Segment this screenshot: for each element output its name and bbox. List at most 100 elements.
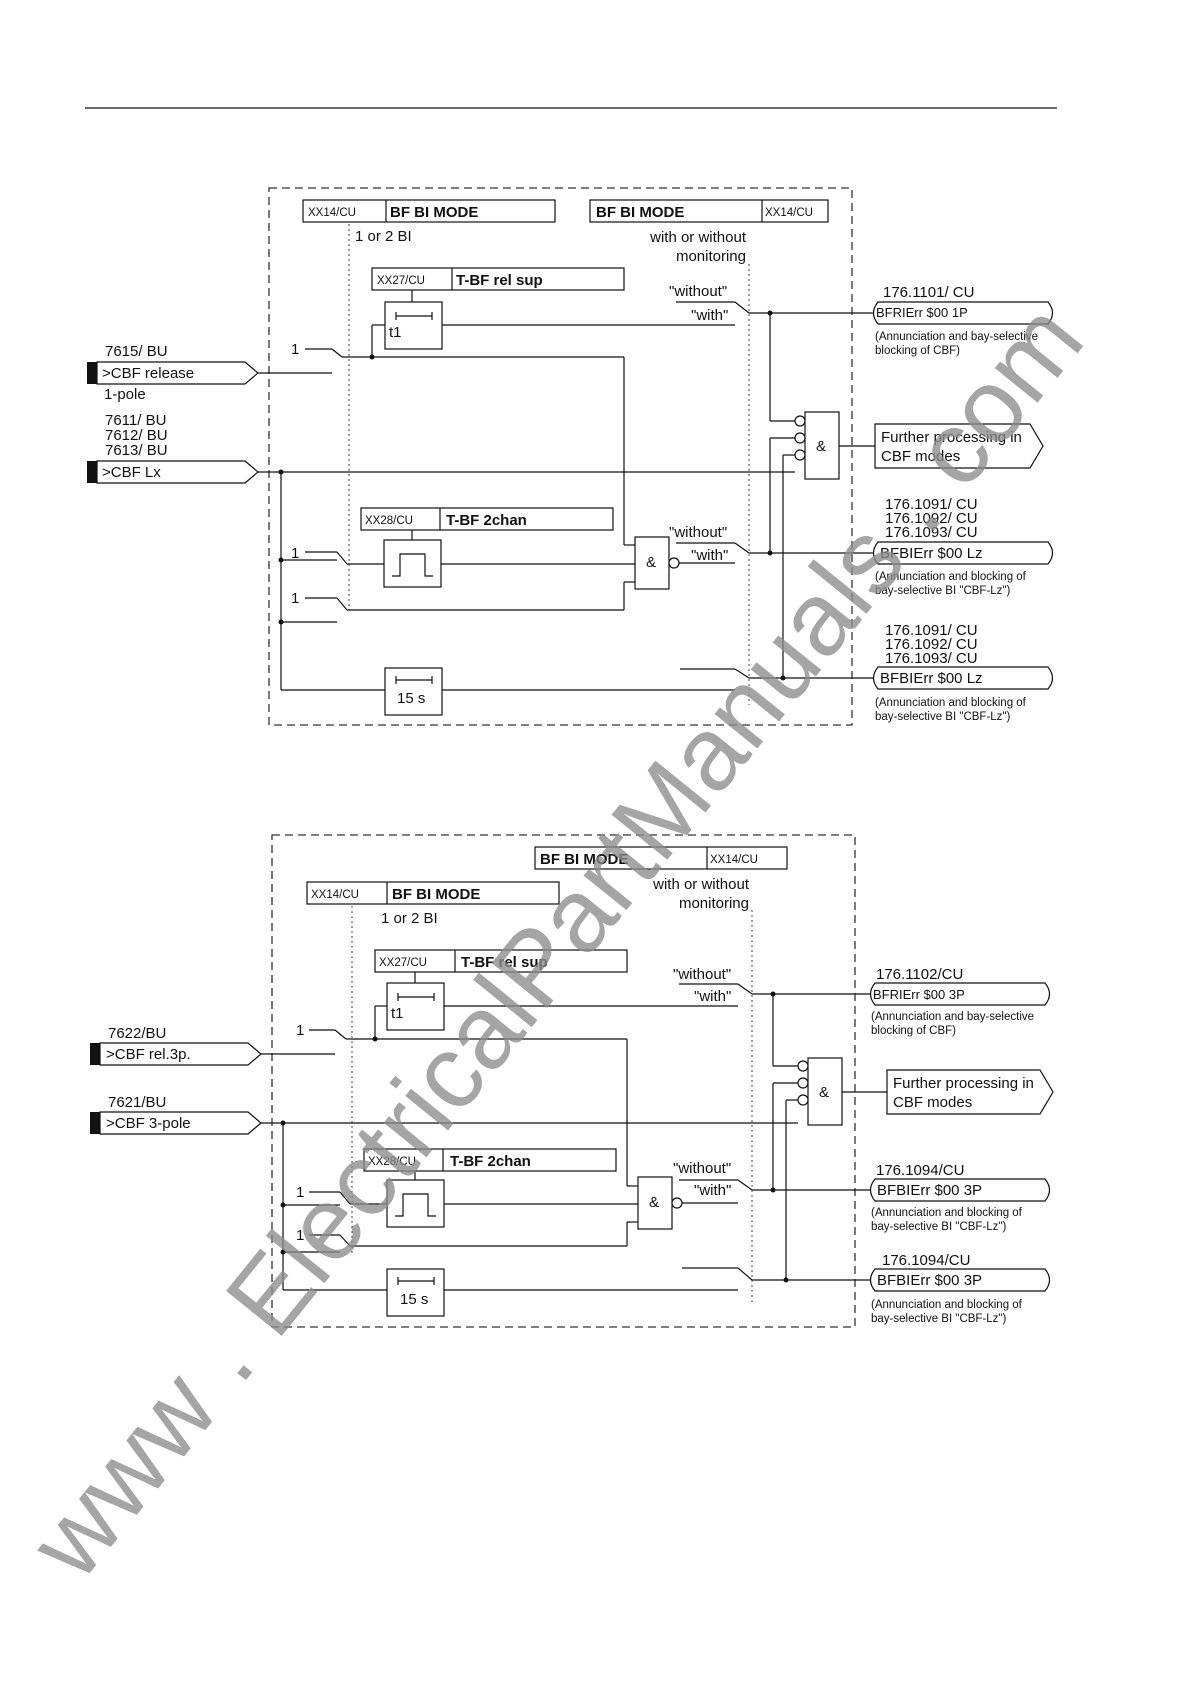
- input-release-number: 7615/ BU: [105, 343, 168, 360]
- input-release-box: [96, 361, 259, 385]
- param-mode-right-addr: XX14/CU: [765, 207, 813, 219]
- param-mode-right-option-2: monitoring: [676, 248, 746, 265]
- d2-without-label-2: "without": [673, 1160, 731, 1177]
- out-lz1-label: BFBIErr $00 Lz: [880, 545, 983, 562]
- out-lz2-box: [872, 666, 1054, 690]
- input-lx-label: >CBF Lx: [102, 464, 161, 481]
- d2-param-relsup-box: [374, 949, 628, 973]
- out-3p-a-note-2: bay-selective BI "CBF-Lz"): [871, 1221, 1007, 1233]
- and-gate-lower-2-label: &: [649, 1194, 659, 1211]
- param-2chan-name: T-BF 2chan: [446, 512, 527, 529]
- out-lz2-note-2: bay-selective BI "CBF-Lz"): [875, 711, 1011, 723]
- d2-param-mode-right-box: [534, 846, 788, 870]
- param-mode-right-name: BF BI MODE: [596, 204, 684, 221]
- further-1-line1: Further processing in: [881, 429, 1022, 446]
- input-lx-number-2: 7612/ BU: [105, 427, 168, 444]
- param-2chan-box: [360, 507, 614, 531]
- param-mode-left-box: [302, 199, 556, 223]
- out-lz1-number-1: 176.1091/ CU: [885, 496, 978, 513]
- out-3p-rel-box: [869, 982, 1051, 1006]
- out-lz1-note-2: bay-selective BI "CBF-Lz"): [875, 585, 1011, 597]
- timer-t1-label: t1: [389, 324, 402, 341]
- d2-param-mode-right-option-1: with or without: [652, 876, 750, 893]
- param-relsup-addr: XX27/CU: [377, 275, 425, 287]
- out-3p-a-box: [869, 1178, 1051, 1202]
- out-3p-rel-label: BFRIErr $00 3P: [873, 987, 965, 1002]
- d2-param-mode-left-box: [306, 881, 560, 905]
- out-3p-rel-note-1: (Annunciation and bay-selective: [871, 1011, 1034, 1023]
- further-1-line2: CBF modes: [881, 448, 960, 465]
- d2-param-mode-right-option-2: monitoring: [679, 895, 749, 912]
- out-3p-a-number: 176.1094/CU: [876, 1162, 964, 1179]
- d2-const-one-2: 1: [296, 1184, 304, 1201]
- d2-with-label-2: "with": [694, 1182, 731, 1199]
- out-1p-number: 176.1101/ CU: [883, 284, 974, 301]
- out-1p-box: [872, 301, 1054, 325]
- out-lz1-number-2: 176.1092/ CU: [885, 510, 978, 527]
- input-3pole-marker: [90, 1112, 100, 1134]
- with-label-2: "with": [691, 547, 728, 564]
- timer-15s-box-1: [384, 667, 443, 716]
- const-one-2: 1: [291, 545, 299, 562]
- and-gate-lower-2: [637, 1176, 673, 1230]
- out-lz2-number-1: 176.1091/ CU: [885, 622, 978, 639]
- param-2chan-addr: XX28/CU: [365, 515, 413, 527]
- param-mode-right-box: [589, 199, 829, 223]
- input-rel3p-label: >CBF rel.3p.: [106, 1046, 191, 1063]
- out-3p-b-number: 176.1094/CU: [882, 1252, 970, 1269]
- further-processing-1-box: [874, 423, 1044, 469]
- and-gate-upper-1-label: &: [816, 438, 826, 455]
- out-lz1-note-1: (Annunciation and blocking of: [875, 571, 1027, 583]
- param-relsup-name: T-BF rel sup: [456, 272, 543, 289]
- out-3p-b-note-1: (Annunciation and blocking of: [871, 1299, 1023, 1311]
- timer-15s-box-2: [386, 1268, 445, 1317]
- further-2-line1: Further processing in: [893, 1075, 1034, 1092]
- d2-param-relsup-name: T-BF rel sup: [461, 954, 548, 971]
- d2-const-one-3: 1: [296, 1227, 304, 1244]
- out-3p-a-label: BFBIErr $00 3P: [877, 1182, 982, 1199]
- d2-param-2chan-box: [363, 1148, 617, 1172]
- without-label-1: "without": [669, 283, 727, 300]
- diagram-2-frame: [271, 834, 856, 1328]
- and-gate-lower-1-label: &: [646, 554, 656, 571]
- out-1p-note-1: (Annunciation and bay-selective: [875, 331, 1038, 343]
- d2-param-mode-left-option: 1 or 2 BI: [381, 910, 438, 927]
- const-one-1: 1: [291, 341, 299, 358]
- without-label-2: "without": [669, 524, 727, 541]
- out-lz2-label: BFBIErr $00 Lz: [880, 670, 983, 687]
- out-3p-b-box: [869, 1268, 1051, 1292]
- out-3p-rel-number: 176.1102/CU: [876, 966, 963, 983]
- input-3pole-number: 7621/BU: [108, 1094, 166, 1111]
- input-lx-number-3: 7613/ BU: [105, 442, 168, 459]
- d2-param-relsup-addr: XX27/CU: [379, 957, 427, 969]
- further-2-line2: CBF modes: [893, 1094, 972, 1111]
- d2-param-mode-left-name: BF BI MODE: [392, 886, 480, 903]
- timer-15s-label-2: 15 s: [400, 1291, 428, 1308]
- param-mode-left-option: 1 or 2 BI: [355, 228, 412, 245]
- input-rel3p-box: [99, 1042, 262, 1066]
- timer-t1-box: [384, 301, 443, 350]
- further-processing-2-box: [886, 1069, 1054, 1115]
- input-release-marker: [87, 362, 97, 384]
- input-rel3p-marker: [90, 1043, 100, 1065]
- out-lz1-box: [872, 541, 1054, 565]
- diagram-1: XX14/CU BF BI MODE 1 or 2 BI BF BI MODE …: [87, 187, 1054, 726]
- d2-timer-t1-box: [386, 982, 445, 1031]
- out-1p-note-2: blocking of CBF): [875, 345, 960, 357]
- and-gate-upper-2: [807, 1057, 843, 1126]
- and-gate-upper-2-label: &: [819, 1084, 829, 1101]
- const-one-3: 1: [291, 590, 299, 607]
- diagram-1-frame: [268, 187, 853, 726]
- out-lz2-note-1: (Annunciation and blocking of: [875, 697, 1027, 709]
- input-lx-box: [96, 460, 259, 484]
- out-3p-rel-note-2: blocking of CBF): [871, 1025, 956, 1037]
- d2-param-2chan-name: T-BF 2chan: [450, 1153, 531, 1170]
- input-3pole-label: >CBF 3-pole: [106, 1115, 191, 1132]
- input-lx-marker: [87, 461, 97, 483]
- pulse-box-1: [383, 539, 442, 588]
- out-3p-b-label: BFBIErr $00 3P: [877, 1272, 982, 1289]
- pulse-box-2: [386, 1179, 445, 1228]
- diagram-2: BF BI MODE XX14/CU with or without monit…: [90, 834, 1054, 1328]
- with-label-1: "with": [691, 307, 728, 324]
